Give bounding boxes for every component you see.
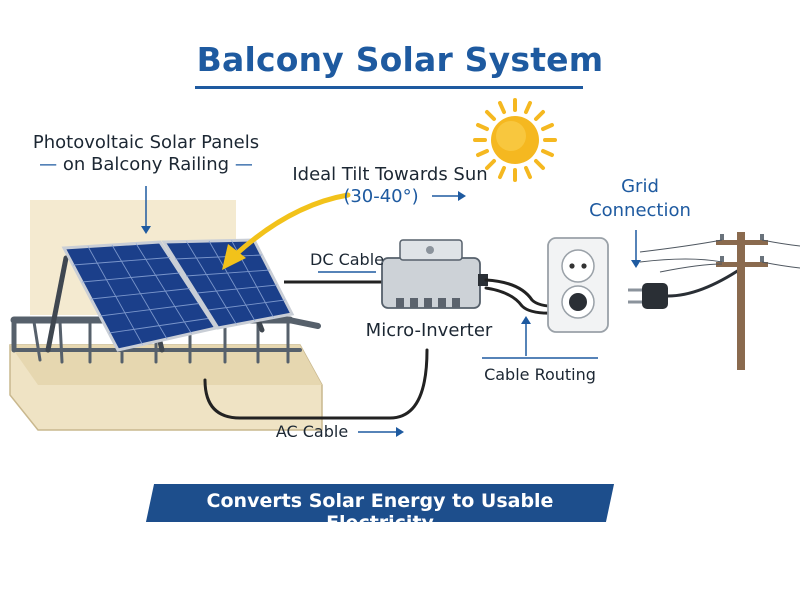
balcony-slab bbox=[9, 344, 323, 431]
label-micro-inverter: Micro-Inverter bbox=[365, 320, 493, 341]
label-panels-line2-text: on Balcony Railing bbox=[62, 154, 230, 175]
sun-icon bbox=[473, 98, 557, 182]
page-title: Balcony Solar System bbox=[196, 40, 604, 79]
title-underline bbox=[195, 86, 583, 89]
utility-pole-icon bbox=[639, 232, 800, 370]
wall-socket-icon bbox=[547, 237, 609, 333]
label-ac-cable: AC Cable bbox=[275, 422, 349, 441]
ac-cable bbox=[203, 348, 429, 420]
solar-panel-left bbox=[61, 240, 219, 352]
label-tilt-line1: Ideal Tilt Towards Sun bbox=[292, 164, 488, 185]
tilt-arrow bbox=[222, 192, 351, 270]
annotation-lines bbox=[145, 186, 637, 433]
label-panels-line2: — on Balcony Railing — bbox=[39, 154, 253, 175]
label-panels-line1: Photovoltaic Solar Panels bbox=[32, 132, 260, 153]
label-tilt-line2: (30-40°) bbox=[343, 186, 419, 207]
label-grid-line1: Grid bbox=[621, 176, 659, 197]
label-grid-line2: Connection bbox=[589, 200, 691, 221]
plug-icon bbox=[628, 266, 743, 309]
label-cable-routing: Cable Routing bbox=[484, 365, 596, 384]
summary-banner-text: Converts Solar Energy to Usable Electric… bbox=[206, 490, 554, 534]
micro-inverter-icon bbox=[381, 239, 488, 309]
annotation-arrowheads bbox=[141, 191, 641, 437]
label-dc-cable: DC Cable bbox=[310, 250, 384, 269]
